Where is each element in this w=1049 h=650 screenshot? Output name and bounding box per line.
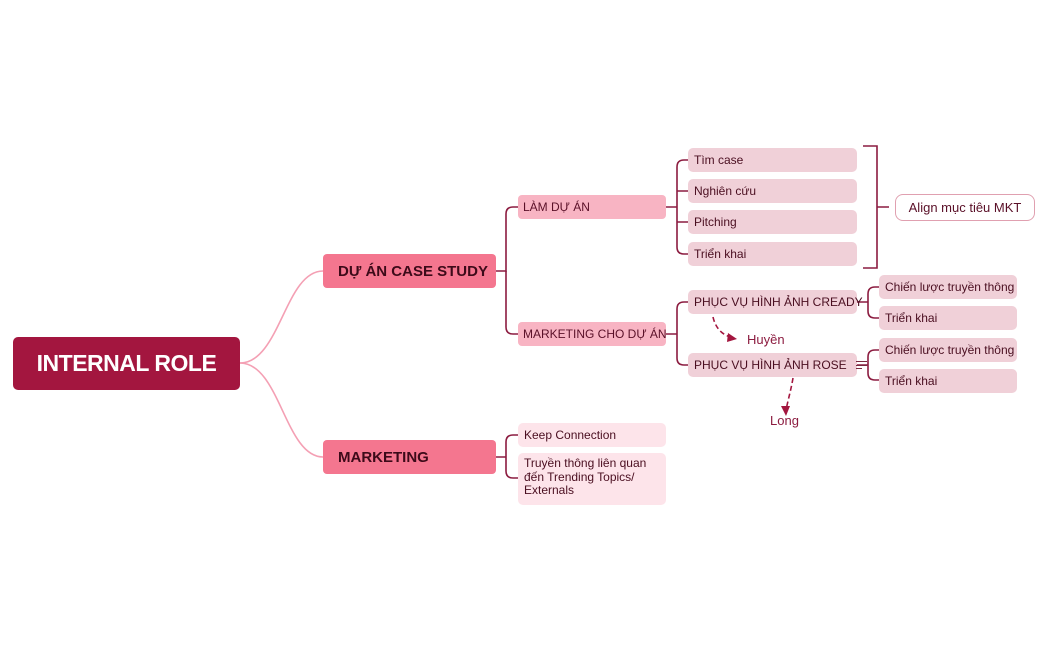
leaf-rose-trien-khai[interactable]: Triển khai <box>879 369 1017 393</box>
leaf-trien-khai[interactable]: Triển khai <box>688 242 857 266</box>
leaf-label: Nghiên cứu <box>694 184 757 198</box>
leaf-label: Chiến lược truyền thông <box>885 343 1015 357</box>
subbranch-lam-du-an[interactable]: LÀM DỰ ÁN <box>518 195 666 219</box>
leaf-tim-case[interactable]: Tìm case <box>688 148 857 172</box>
connector-marketing-leaves <box>496 434 518 479</box>
callout-label: Align mục tiêu MKT <box>908 200 1022 215</box>
leaf-rose-chien-luoc[interactable]: Chiến lược truyền thông <box>879 338 1017 362</box>
subbranch-label: LÀM DỰ ÁN <box>523 200 590 214</box>
root-node[interactable]: INTERNAL ROLE <box>13 337 240 390</box>
connector-root-marketing <box>239 362 324 458</box>
leaf-truyen-thong-trending[interactable]: Truyền thông liên quan đến Trending Topi… <box>518 453 666 505</box>
leaf-keep-connection[interactable]: Keep Connection <box>518 423 666 447</box>
assignee-long[interactable]: Long <box>770 413 799 428</box>
leaf-label: Triển khai <box>694 247 747 261</box>
node-label: PHỤC VỤ HÌNH ẢNH ROSE <box>694 358 847 372</box>
assignee-huyen[interactable]: Huyền <box>747 332 785 347</box>
connector-root-case-study <box>239 270 324 364</box>
leaf-label: Chiến lược truyền thông <box>885 280 1015 294</box>
root-label: INTERNAL ROLE <box>36 350 217 376</box>
node-phuc-vu-cready[interactable]: PHỤC VỤ HÌNH ẢNH CREADY <box>688 290 863 314</box>
arrow-rose-long <box>785 377 794 411</box>
arrow-head-long <box>781 406 790 416</box>
connector-case-study-marketing-du-an <box>505 271 518 335</box>
leaf-cready-trien-khai[interactable]: Triển khai <box>879 306 1017 330</box>
leaf-nghien-cuu[interactable]: Nghiên cứu <box>688 179 857 203</box>
note-icon[interactable] <box>855 361 867 370</box>
arrow-cready-huyen <box>712 316 735 339</box>
branch-marketing[interactable]: MARKETING <box>323 440 496 474</box>
node-phuc-vu-rose[interactable]: PHỤC VỤ HÌNH ẢNH ROSE <box>688 353 867 377</box>
leaf-label: Triển khai <box>885 311 938 325</box>
branch-label: DỰ ÁN CASE STUDY <box>338 262 488 280</box>
leaf-label: Tìm case <box>694 153 744 167</box>
connector-case-study-lam-du-an <box>496 206 518 272</box>
subbranch-marketing-cho-du-an[interactable]: MARKETING CHO DỰ ÁN <box>518 322 667 346</box>
bracket-lam-du-an <box>863 145 889 269</box>
leaf-label: Triển khai <box>885 374 938 388</box>
leaf-label: Pitching <box>694 215 737 229</box>
leaf-label: Keep Connection <box>524 428 617 442</box>
connector-marketing-du-an-phuc-vu <box>666 301 688 366</box>
connector-lam-du-an-leaves <box>666 159 688 255</box>
leaf-cready-chien-luoc[interactable]: Chiến lược truyền thông <box>879 275 1017 299</box>
leaf-label: Truyền thông liên quan đến Trending Topi… <box>524 456 647 497</box>
callout-align-muc-tieu[interactable]: Align mục tiêu MKT <box>895 194 1035 221</box>
arrow-head-huyen <box>727 333 737 342</box>
leaf-pitching[interactable]: Pitching <box>688 210 857 234</box>
branch-du-an-case-study[interactable]: DỰ ÁN CASE STUDY <box>323 254 496 288</box>
connector-cready-leaves <box>857 286 879 319</box>
subbranch-label: MARKETING CHO DỰ ÁN <box>523 327 667 341</box>
node-label: PHỤC VỤ HÌNH ẢNH CREADY <box>694 295 863 309</box>
branch-label: MARKETING <box>338 448 429 466</box>
